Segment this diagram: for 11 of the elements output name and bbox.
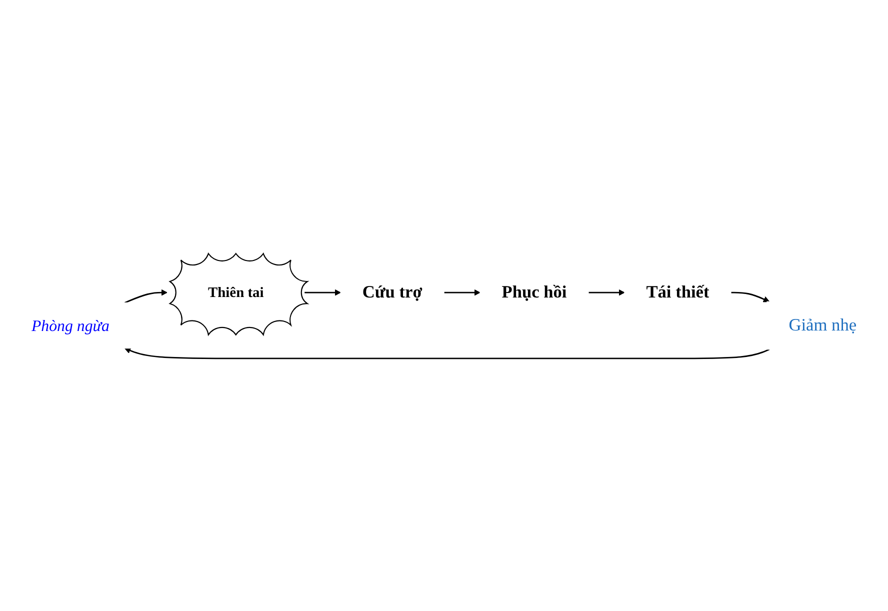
node-text: Phục hồi [502,282,567,302]
node-text: Cứu trợ [362,282,422,302]
node-text: Phòng ngừa [31,316,110,334]
node-text: Tái thiết [646,282,710,302]
arrow [588,288,625,296]
arrow [304,288,341,296]
node-text: Giảm nhẹ [788,316,857,334]
arrow [730,291,770,302]
arrow [124,288,168,303]
arrow [444,288,480,296]
arrow [124,347,770,359]
